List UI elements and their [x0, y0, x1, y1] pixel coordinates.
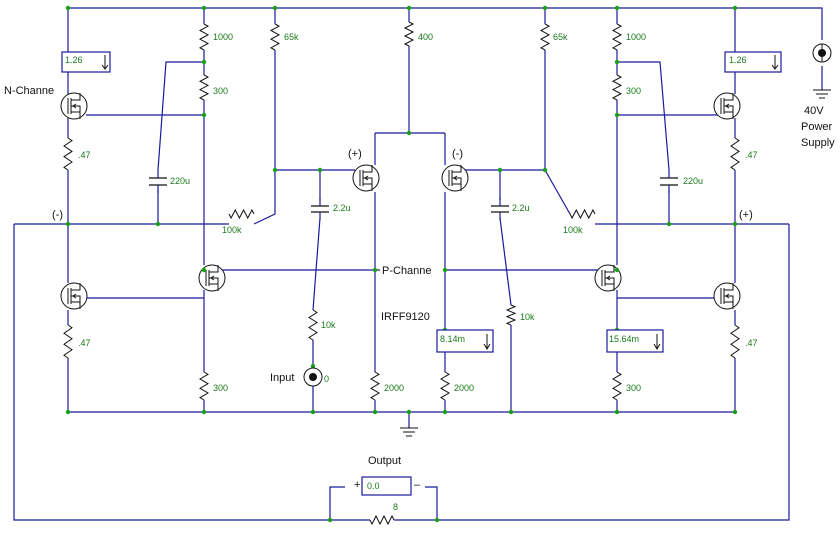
- meter-left-top-reading: 1.26: [65, 55, 83, 65]
- meter-right-mid[interactable]: 15.64m: [606, 329, 664, 353]
- r-2000-left[interactable]: 2000: [370, 371, 404, 401]
- input-value: 0: [324, 374, 329, 384]
- r-047-right-bottom[interactable]: .47: [730, 324, 758, 359]
- part-number-label: IRFF9120: [381, 311, 430, 323]
- c-220u-right-value: 220u: [683, 176, 703, 186]
- r-047-left-bottom[interactable]: .47: [63, 324, 91, 359]
- input-label: Input: [270, 372, 294, 384]
- r-10k-left[interactable]: 10k: [308, 309, 336, 341]
- mosfet-right-bottom[interactable]: [713, 282, 741, 310]
- r-300-right-bottom[interactable]: 300: [612, 371, 641, 401]
- mosfet-right-driver[interactable]: [594, 264, 622, 292]
- r-load-value: 8: [393, 502, 398, 512]
- r-10k-right-value: 10k: [520, 312, 535, 322]
- meter-right-mid-reading: 15.64m: [609, 334, 639, 344]
- r-300-left-bottom-value: 300: [213, 383, 228, 393]
- output-label: Output: [368, 455, 401, 467]
- r-1000-left[interactable]: 1000: [198, 23, 233, 51]
- meter-center-reading: 8.14m: [440, 334, 465, 344]
- mosfet-left-bottom[interactable]: [60, 282, 88, 310]
- r-300-left-bottom[interactable]: 300: [199, 371, 228, 401]
- mosfet-pair-right[interactable]: [441, 164, 469, 192]
- c-2p2u-right-value: 2.2u: [512, 203, 530, 213]
- r-300-left-top[interactable]: 300: [198, 74, 228, 101]
- r-65k-left-value: 65k: [284, 32, 299, 42]
- minus-left-label: (-): [52, 209, 63, 221]
- r-300-right-bottom-value: 300: [626, 383, 641, 393]
- r-047-left-top[interactable]: .47: [63, 137, 91, 171]
- r-047-left-bottom-value: .47: [78, 338, 91, 348]
- c-220u-left[interactable]: 220u: [149, 170, 190, 193]
- c-220u-right[interactable]: 220u: [660, 170, 703, 193]
- supply-supply-label: Supply: [801, 137, 835, 149]
- r-100k-left[interactable]: 100k: [222, 208, 255, 235]
- r-10k-right[interactable]: 10k: [505, 304, 535, 326]
- r-1000-left-value: 1000: [213, 32, 233, 42]
- power-supply-source[interactable]: [812, 43, 832, 63]
- p-channel-label: P-Channe: [382, 265, 432, 277]
- c-220u-left-value: 220u: [170, 176, 190, 186]
- c-2p2u-left-value: 2.2u: [333, 203, 351, 213]
- input-source[interactable]: [303, 367, 323, 387]
- r-2000-right[interactable]: 2000: [440, 371, 474, 401]
- meter-output-reading: 0.0: [367, 481, 380, 491]
- output-minus-sign: –: [414, 479, 421, 491]
- mosfet-pair-left[interactable]: [352, 164, 380, 192]
- r-2000-left-value: 2000: [384, 383, 404, 393]
- resistors: 1000 300 65k 400 65k 1000 300 .47 .47 100k 100k 10k…: [63, 21, 758, 526]
- mosfet-right-top[interactable]: [713, 92, 741, 120]
- ground-symbol-main: [400, 427, 418, 437]
- capacitors: 220u 220u 2.2u 2.2u: [149, 170, 703, 220]
- r-65k-right[interactable]: 65k: [539, 23, 568, 51]
- r-65k-right-value: 65k: [553, 32, 568, 42]
- meter-left-top[interactable]: 1.26: [61, 51, 111, 73]
- junction-dots: [65, 5, 738, 523]
- r-1000-right-value: 1000: [626, 32, 646, 42]
- c-2p2u-right[interactable]: 2.2u: [491, 198, 530, 220]
- plus-right-label: (+): [739, 209, 753, 221]
- wires: [13, 7, 823, 521]
- r-400[interactable]: 400: [403, 21, 433, 47]
- r-1000-right[interactable]: 1000: [611, 23, 646, 51]
- output-plus-sign: +: [354, 479, 360, 491]
- r-047-right-top[interactable]: .47: [730, 137, 758, 171]
- meter-right-top-reading: 1.26: [729, 55, 747, 65]
- supply-power-label: Power: [801, 121, 833, 133]
- r-100k-left-value: 100k: [222, 225, 242, 235]
- c-2p2u-left[interactable]: 2.2u: [311, 198, 351, 220]
- meter-center[interactable]: 8.14m: [436, 329, 494, 353]
- r-300-right-top-value: 300: [626, 86, 641, 96]
- r-400-value: 400: [418, 32, 433, 42]
- r-047-right-top-value: .47: [745, 150, 758, 160]
- minus-pair-label: (-): [452, 148, 463, 160]
- n-channel-label: N-Channe: [4, 85, 54, 97]
- r-300-right-top[interactable]: 300: [611, 74, 641, 101]
- mosfets: [60, 92, 741, 310]
- r-2000-right-value: 2000: [454, 383, 474, 393]
- r-047-left-top-value: .47: [78, 150, 91, 160]
- meter-right-top[interactable]: 1.26: [724, 51, 782, 73]
- r-100k-right[interactable]: 100k: [563, 208, 596, 235]
- r-load[interactable]: 8: [369, 502, 398, 526]
- r-100k-right-value: 100k: [563, 225, 583, 235]
- r-047-right-bottom-value: .47: [745, 338, 758, 348]
- r-65k-left[interactable]: 65k: [269, 23, 299, 51]
- ground-symbol-supply: [813, 89, 831, 99]
- supply-voltage-label: 40V: [804, 105, 824, 117]
- meter-output[interactable]: 0.0 + –: [354, 476, 421, 496]
- plus-pair-label: (+): [348, 148, 362, 160]
- r-10k-left-value: 10k: [321, 320, 336, 330]
- r-300-left-top-value: 300: [213, 86, 228, 96]
- mosfet-left-top[interactable]: [60, 92, 88, 120]
